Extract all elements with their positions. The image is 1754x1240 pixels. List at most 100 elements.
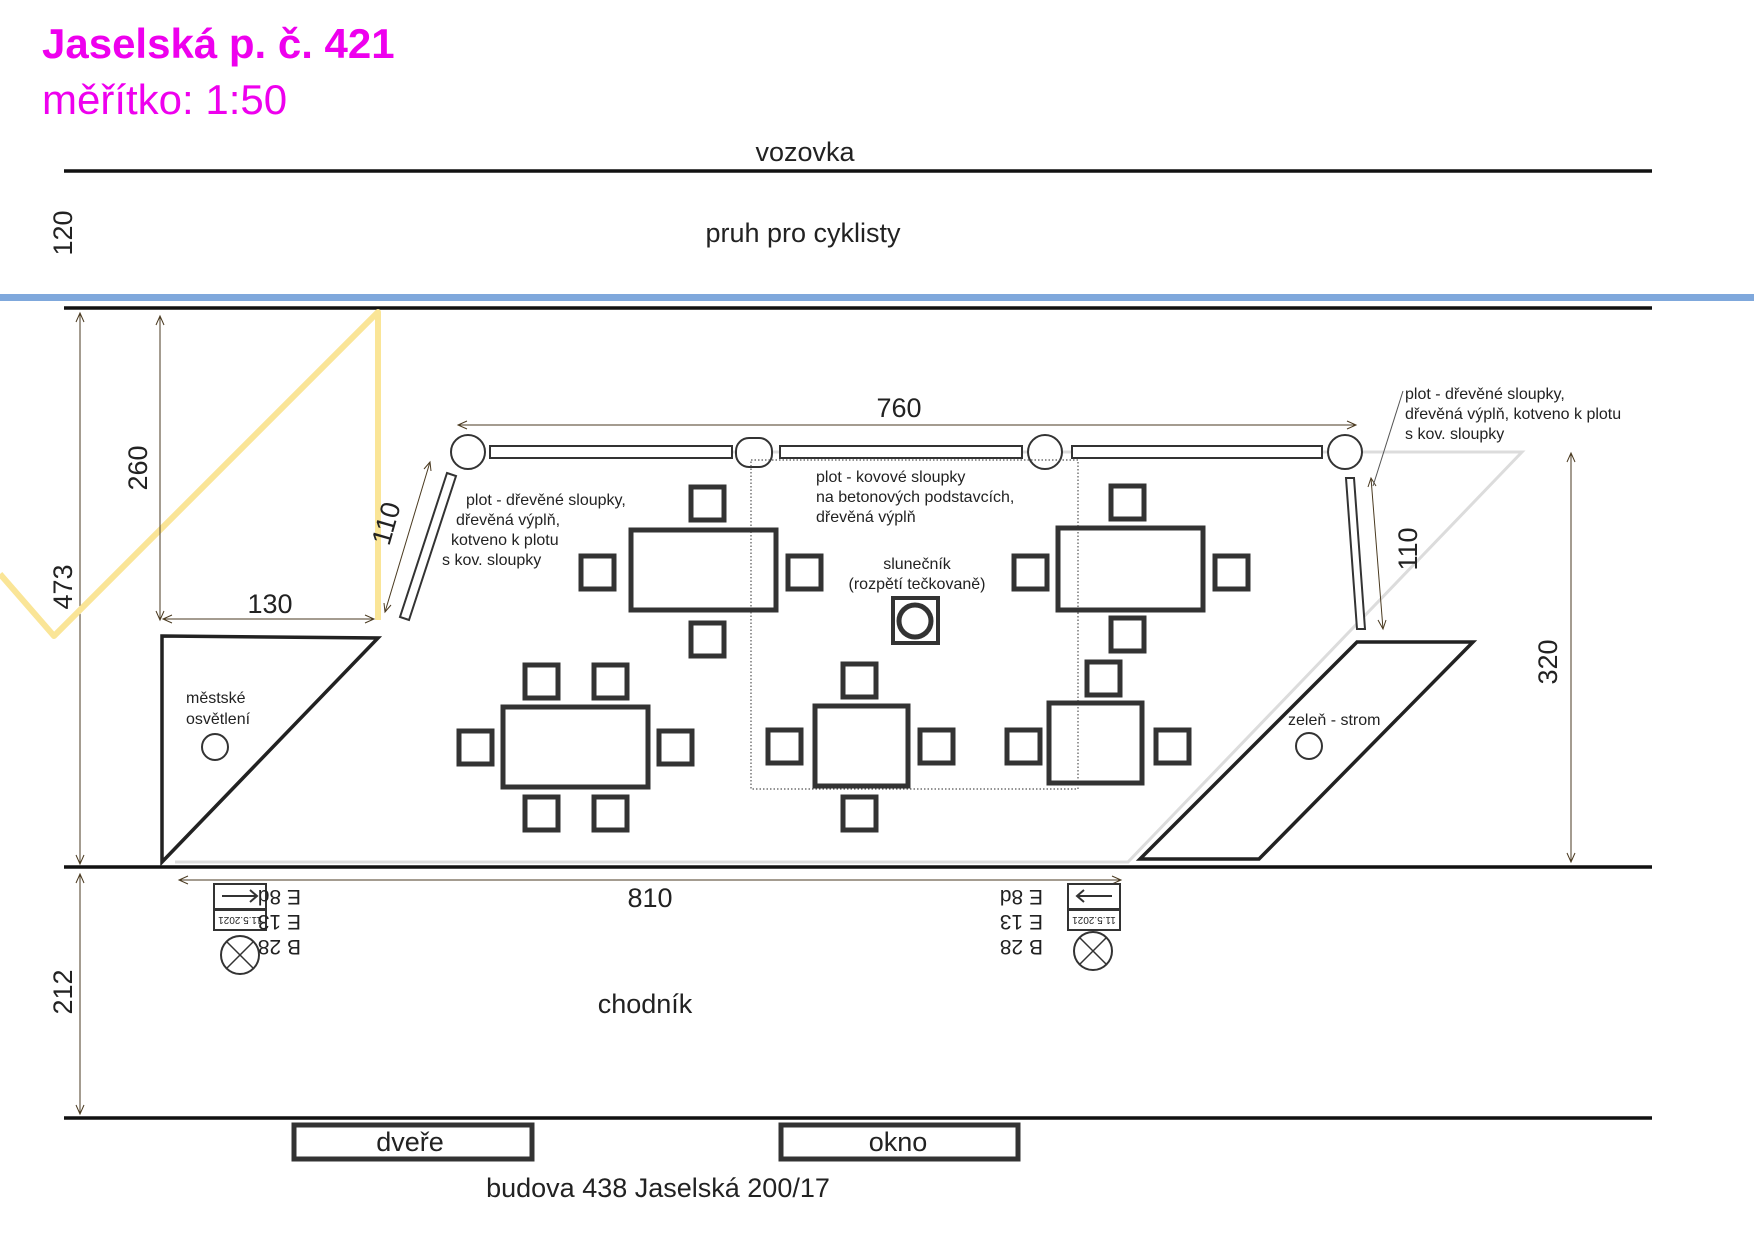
dim-left-height: 260 xyxy=(123,445,153,490)
svg-text:11.5.2021: 11.5.2021 xyxy=(218,914,262,925)
building-label: budova 438 Jaselská 200/17 xyxy=(486,1173,830,1203)
svg-text:plot - dřevěné sloupky,: plot - dřevěné sloupky, xyxy=(466,492,626,509)
dim-top-fence: 760 xyxy=(876,393,921,423)
svg-text:kotveno k plotu: kotveno k plotu xyxy=(451,532,559,549)
svg-text:B 28: B 28 xyxy=(258,935,301,958)
svg-text:E 8d: E 8d xyxy=(258,885,301,908)
svg-text:plot - kovové sloupky: plot - kovové sloupky xyxy=(816,469,965,486)
dim-terrace-depth: 473 xyxy=(48,564,78,609)
dim-right-fence-line xyxy=(1367,476,1387,631)
chair xyxy=(1108,483,1147,522)
dim-left-width: 130 xyxy=(247,589,292,619)
chair xyxy=(591,662,630,701)
dim-right-height: 320 xyxy=(1533,639,1563,684)
umbrella-icon xyxy=(891,596,940,645)
fence-top xyxy=(450,434,1363,470)
fence-post-4 xyxy=(1327,434,1363,470)
svg-text:dřevěná výplň,: dřevěná výplň, xyxy=(456,512,560,529)
table xyxy=(812,703,911,789)
svg-text:E 13: E 13 xyxy=(1000,910,1043,933)
chair xyxy=(1108,615,1147,654)
yellow-zigzag-line xyxy=(0,309,381,639)
dim-right-height-line xyxy=(1566,451,1576,864)
chair xyxy=(522,794,561,833)
svg-text:11.5.2021: 11.5.2021 xyxy=(1072,914,1116,925)
tree-icon xyxy=(1295,732,1323,760)
chair xyxy=(785,553,824,592)
svg-text:na betonových podstavcích,: na betonových podstavcích, xyxy=(816,489,1014,506)
chair xyxy=(522,662,561,701)
dim-left-fence: 110 xyxy=(366,499,407,549)
fence-left-diagonal xyxy=(398,471,458,622)
table-group-2 xyxy=(1011,483,1251,654)
umbrella-span xyxy=(750,459,1079,790)
door-box xyxy=(291,1122,535,1162)
left-corner-dimensions xyxy=(155,314,432,624)
table xyxy=(1055,525,1206,613)
bike-lane-blue-line xyxy=(0,294,1754,301)
svg-text:s kov. sloupky: s kov. sloupky xyxy=(1405,426,1504,443)
chair xyxy=(840,794,879,833)
traffic-sign-right: 11.5.2021 E 8d E 13 B 28 xyxy=(1000,883,1121,971)
street-light-icon xyxy=(201,733,229,761)
umbrella-label-1: slunečník xyxy=(883,556,952,573)
svg-text:dřevěná výplň, kotveno k plotu: dřevěná výplň, kotveno k plotu xyxy=(1405,406,1621,423)
table-group-3 xyxy=(456,662,695,833)
sidewalk-label: chodník xyxy=(598,989,693,1019)
fence-right-leader xyxy=(1372,390,1404,487)
dim-bike-lane: 120 xyxy=(48,210,78,255)
svg-text:B 28: B 28 xyxy=(1000,935,1043,958)
umbrella-label-2: (rozpětí tečkovaně) xyxy=(849,576,986,593)
dim-right-fence: 110 xyxy=(1393,527,1423,570)
plan-scale: měřítko: 1:50 xyxy=(42,76,287,123)
dim-bottom-line xyxy=(177,875,1123,885)
svg-text:dřevěná výplň: dřevěná výplň xyxy=(816,509,916,526)
chair xyxy=(917,727,956,766)
window-box xyxy=(778,1122,1021,1162)
chair xyxy=(591,794,630,833)
traffic-sign-left: 11.5.2021 E 8d E 13 B 28 xyxy=(213,883,301,975)
table-group-1 xyxy=(578,484,824,659)
svg-text:s kov. sloupky: s kov. sloupky xyxy=(442,552,541,569)
window-label: okno xyxy=(869,1127,928,1157)
fence-right-label: plot - dřevěné sloupky, dřevěná výplň, k… xyxy=(1405,386,1621,443)
fence-left-label: plot - dřevěné sloupky, dřevěná výplň, k… xyxy=(442,492,626,569)
door-label: dveře xyxy=(376,1127,444,1157)
chair xyxy=(1212,553,1251,592)
svg-text:E 8d: E 8d xyxy=(1000,885,1043,908)
chair xyxy=(1153,727,1192,766)
chair xyxy=(840,661,879,700)
road-label: vozovka xyxy=(755,137,855,167)
dim-sidewalk: 212 xyxy=(48,969,78,1014)
chair xyxy=(688,620,727,659)
street-light-area xyxy=(160,634,383,867)
fence-post-3 xyxy=(1027,434,1063,470)
plan-title: Jaselská p. č. 421 xyxy=(42,20,395,67)
greenery-area xyxy=(1135,640,1478,861)
fence-post-2 xyxy=(735,437,773,468)
bike-lane-label: pruh pro cyklisty xyxy=(705,218,901,248)
chair xyxy=(1084,659,1123,698)
greenery-label: zeleň - strom xyxy=(1288,712,1380,729)
fence-post-1 xyxy=(450,434,486,470)
chair xyxy=(1011,553,1050,592)
dim-top-fence-line xyxy=(456,420,1358,430)
table-group-4 xyxy=(765,661,956,833)
table xyxy=(628,527,779,613)
chair xyxy=(656,728,695,767)
svg-text:plot - dřevěné sloupky,: plot - dřevěné sloupky, xyxy=(1405,386,1565,403)
fence-middle-label: plot - kovové sloupky na betonových pods… xyxy=(816,469,1014,526)
dim-bottom: 810 xyxy=(627,883,672,913)
chair xyxy=(765,727,804,766)
table-group-5 xyxy=(1004,659,1192,786)
chair xyxy=(1004,727,1043,766)
street-light-label-1: městské xyxy=(186,690,246,707)
left-dimension-lines xyxy=(75,311,85,1116)
chair xyxy=(688,484,727,523)
street-light-label-2: osvětlení xyxy=(186,711,251,728)
table xyxy=(1046,700,1145,786)
fence-right-diagonal xyxy=(1344,477,1367,630)
svg-text:E 13: E 13 xyxy=(258,910,301,933)
table xyxy=(500,704,651,790)
